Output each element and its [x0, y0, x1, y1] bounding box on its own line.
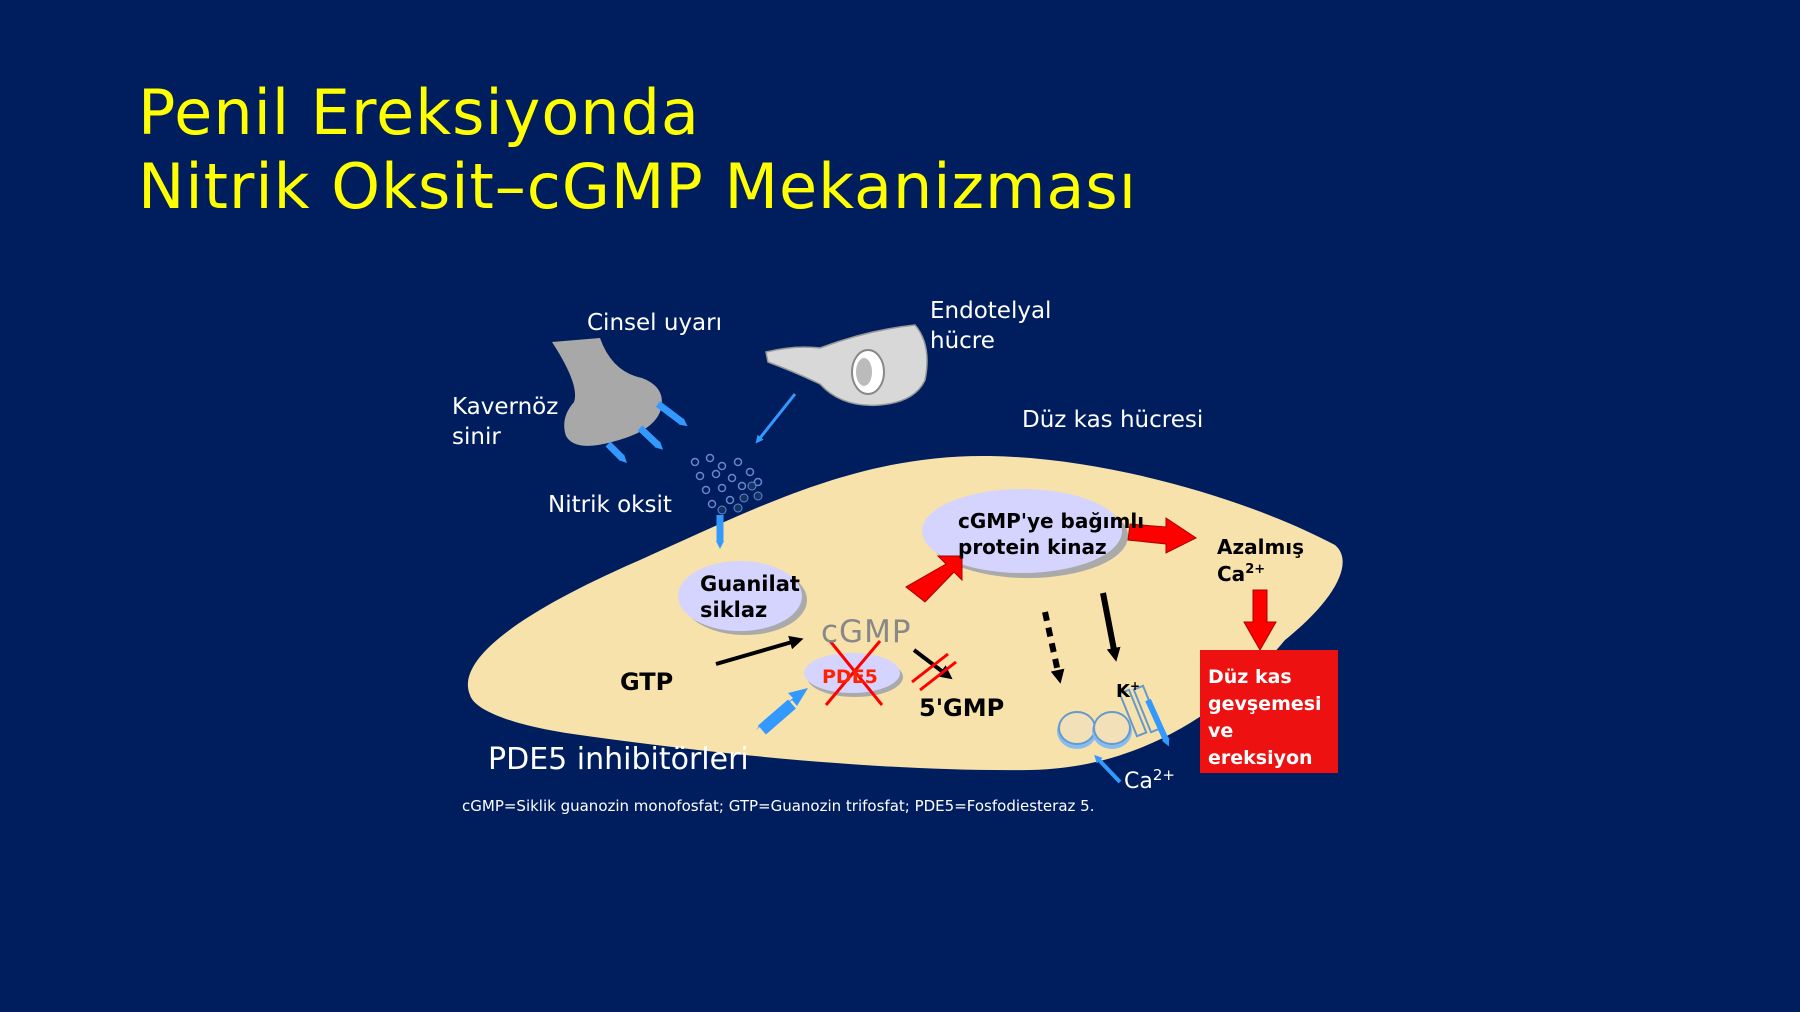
inhibitor-arrow [756, 688, 808, 730]
label-cgmp: cGMP [821, 614, 912, 650]
label-5gmp: 5'GMP [919, 694, 1004, 722]
kinase-dashed-arrow [1042, 611, 1065, 684]
label-pde5-inhibitorleri: PDE5 inhibitörleri [488, 742, 749, 777]
label-calcium-decreased: Ca2+ [1217, 562, 1265, 586]
label-ca-bottom-superscript: 2+ [1153, 766, 1175, 784]
potassium-efflux-arrow [1145, 698, 1170, 747]
label-potassium: K+ [1116, 679, 1140, 702]
footnote: cGMP=Siklik guanozin monofosfat; GTP=Gua… [462, 797, 1095, 815]
cgmp-to-5gmp-arrow [912, 648, 953, 680]
label-k-superscript: + [1130, 679, 1140, 693]
label-relax-3: ve [1208, 720, 1233, 742]
nerve-release-arrows [605, 401, 688, 463]
label-kinaz-1: cGMP'ye bağımlı [958, 509, 1144, 533]
label-endotelyal: Endotelyal [930, 298, 1051, 324]
cgmp-to-kinase-arrow [905, 555, 963, 603]
label-sinir: sinir [452, 424, 501, 450]
label-guanilat: Guanilat [700, 572, 800, 596]
calcium-influx-arrow [1094, 754, 1122, 784]
kinase-to-potassium-arrow [1100, 592, 1121, 662]
label-calcium-influx: Ca2+ [1124, 766, 1175, 794]
nitric-oxide-dots [690, 453, 763, 509]
nitric-oxide-dots-dark [717, 481, 763, 515]
label-kinaz-2: protein kinaz [958, 535, 1107, 559]
label-azalmis: Azalmış [1217, 535, 1304, 559]
kinase-to-calcium-arrow [1127, 517, 1197, 554]
label-ca-superscript: 2+ [1245, 562, 1265, 577]
label-k: K [1116, 681, 1131, 702]
title-line-2: Nitrik Oksit–cGMP Mekanizması [138, 150, 1137, 223]
protein-kinase [922, 489, 1122, 573]
label-duz-kas-hucresi: Düz kas hücresi [1022, 407, 1203, 433]
endothelial-cell-shape [765, 324, 928, 407]
title-line-1: Penil Ereksiyonda [138, 76, 700, 149]
label-kavernoz: Kavernöz [452, 394, 558, 420]
cavernous-nerve-shape [552, 338, 662, 446]
calcium-to-relaxation-arrow [1243, 589, 1277, 652]
label-cinsel-uyari: Cinsel uyarı [587, 310, 722, 336]
inhibitor-arrow-shaft [758, 699, 796, 735]
relaxation-box [1200, 650, 1338, 773]
pde5-cross-icon [824, 640, 884, 706]
page-title: Penil Ereksiyonda Nitrik Oksit–cGMP Meka… [138, 76, 1137, 224]
label-gtp: GTP [620, 668, 673, 696]
gtp-to-cgmp-arrow [715, 635, 804, 666]
label-relax-4: ereksiyon [1208, 747, 1313, 769]
blocked-hydrolysis-icon [911, 652, 957, 692]
label-relax-2: gevşemesi [1208, 693, 1322, 715]
endothelial-release-arrow [755, 393, 797, 444]
label-ca-bottom: Ca [1124, 769, 1153, 794]
calcium-channel-icon [1057, 711, 1132, 749]
label-hucre: hücre [930, 328, 995, 354]
label-nitrik-oksit: Nitrik oksit [548, 492, 672, 518]
label-relax-1: Düz kas [1208, 666, 1292, 688]
guanylate-cyclase [678, 561, 802, 631]
label-pde5: PDE5 [822, 666, 878, 688]
label-ca: Ca [1217, 562, 1245, 586]
label-siklaz: siklaz [700, 598, 767, 622]
